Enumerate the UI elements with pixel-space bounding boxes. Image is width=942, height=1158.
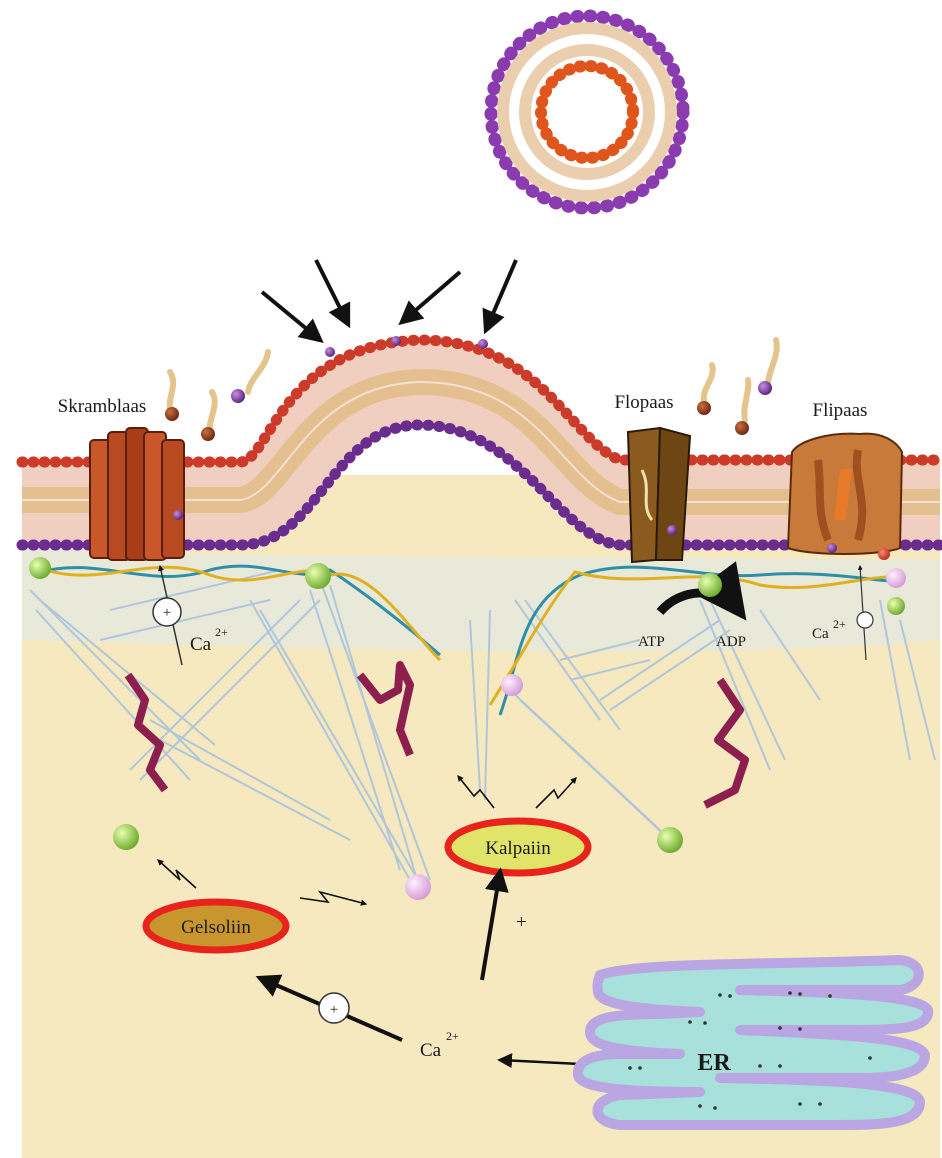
exposed-ps-head <box>325 347 335 357</box>
er-label: ER <box>697 1050 731 1076</box>
calcium-plus-sign: + <box>163 605 171 621</box>
scramblase-protein <box>90 428 184 560</box>
calcium-symbol: Ca <box>190 634 212 655</box>
calpain-label: Kalpaiin <box>485 838 551 859</box>
calcium-charge: 2+ <box>833 617 846 631</box>
microvesicle <box>491 16 683 208</box>
floppase-label: Flopaas <box>614 392 673 413</box>
endoplasmic-reticulum: ER <box>578 960 928 1125</box>
exposure-arrows <box>262 260 516 340</box>
scramblase-label: Skramblaas <box>58 396 147 417</box>
calpain-activation-plus: + <box>516 912 527 933</box>
gelsolin-label: Gelsoliin <box>181 917 251 938</box>
exposed-ps-head <box>391 336 401 346</box>
atp-label: ATP <box>638 634 665 650</box>
adp-label: ADP <box>716 634 746 650</box>
calcium-symbol: Ca <box>420 1040 442 1061</box>
exposed-ps-head <box>478 339 488 349</box>
calpain-enzyme: Kalpaiin <box>448 821 588 873</box>
calcium-charge: 2+ <box>446 1029 459 1043</box>
flippase-protein <box>788 434 902 560</box>
gelsolin-enzyme: Gelsoliin <box>146 902 286 950</box>
calcium-symbol: Ca <box>812 626 829 642</box>
gelsolin-activation-plus: + <box>330 1002 338 1018</box>
calcium-charge: 2+ <box>215 625 228 639</box>
flippase-label: Flipaas <box>813 400 868 421</box>
floppase-protein <box>628 428 690 562</box>
